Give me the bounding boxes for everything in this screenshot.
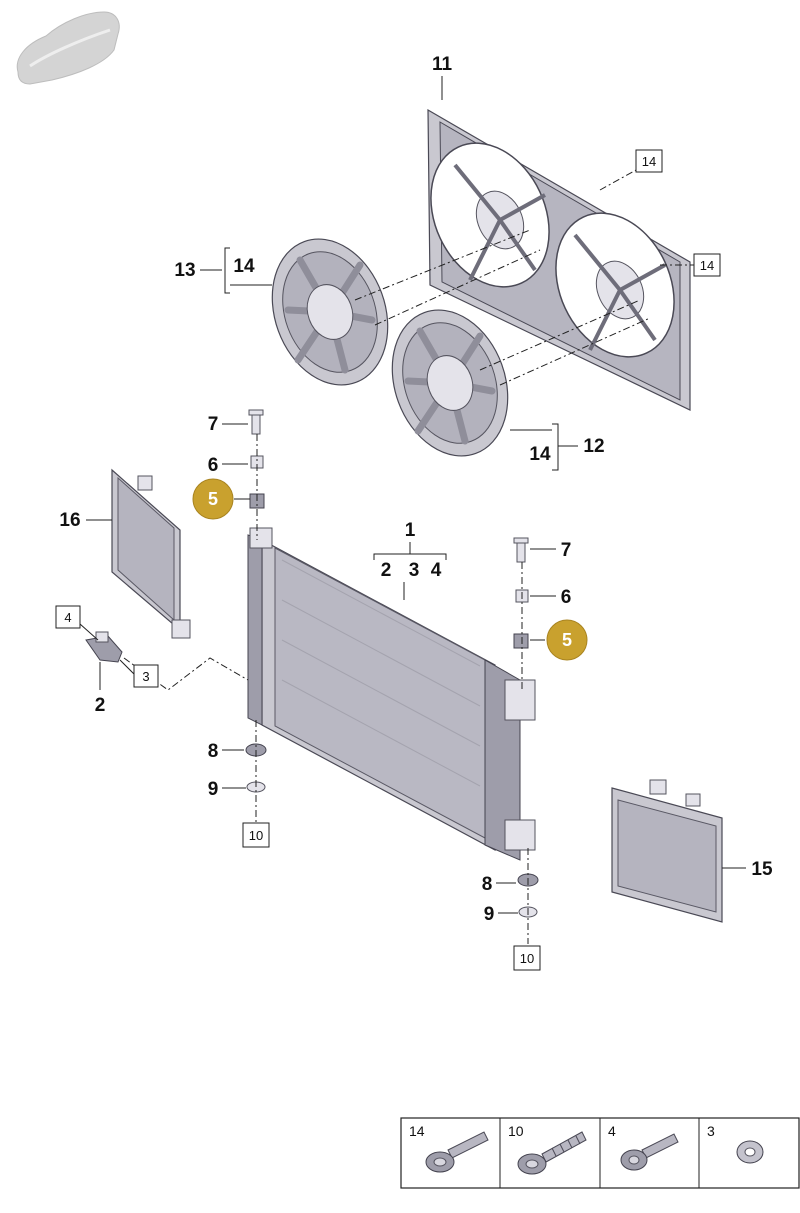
callout-13: 13 bbox=[174, 260, 195, 281]
legend-label-0: 14 bbox=[409, 1123, 425, 1139]
callout-14-fan-right: 14 bbox=[529, 444, 551, 465]
callout-16: 16 bbox=[59, 510, 80, 531]
callout-box-14-right bbox=[693, 253, 721, 277]
callout-5-right: 5 bbox=[562, 630, 572, 650]
callout-2-top: 2 bbox=[381, 560, 392, 581]
callout-9-right: 9 bbox=[484, 904, 495, 925]
main-radiator bbox=[247, 527, 536, 861]
grommet-right-top bbox=[513, 633, 529, 649]
callout-3-top: 3 bbox=[409, 560, 420, 581]
callout-3: 3 bbox=[142, 669, 149, 684]
callout-box-10-left bbox=[242, 822, 270, 848]
callout-6-left: 6 bbox=[208, 455, 219, 476]
callout-5-right-badge: 5 bbox=[546, 619, 588, 661]
legend-label-1: 10 bbox=[508, 1123, 524, 1139]
temperature-sensor bbox=[85, 631, 123, 663]
fastener-legend: 14 10 4 3 bbox=[400, 1117, 800, 1189]
callout-14-fan-left: 14 bbox=[233, 256, 255, 277]
callout-14-box-right: 14 bbox=[700, 258, 714, 273]
car-icon bbox=[16, 11, 120, 85]
callout-8-right: 8 bbox=[482, 874, 493, 895]
pin-left bbox=[248, 409, 264, 435]
callout-7-right: 7 bbox=[561, 540, 572, 561]
callout-2: 2 bbox=[95, 695, 106, 716]
callout-8-left: 8 bbox=[208, 741, 219, 762]
legend-label-3: 3 bbox=[707, 1123, 715, 1139]
callout-9-left: 9 bbox=[208, 779, 219, 800]
callout-5-left: 5 bbox=[208, 489, 218, 509]
callout-15: 15 bbox=[751, 859, 773, 880]
callout-box-14-top bbox=[635, 149, 663, 173]
pin-right bbox=[513, 537, 529, 563]
callout-10-right: 10 bbox=[520, 951, 534, 966]
callout-4: 4 bbox=[64, 610, 71, 625]
washer-icon bbox=[736, 1140, 764, 1164]
callout-1: 1 bbox=[405, 520, 416, 541]
callout-12: 12 bbox=[583, 436, 604, 457]
callout-4-top: 4 bbox=[431, 560, 442, 581]
callout-14-box-top: 14 bbox=[642, 154, 656, 169]
short-bolt-icon bbox=[620, 1133, 679, 1171]
callout-box-10-right bbox=[513, 945, 541, 971]
legend-label-2: 4 bbox=[608, 1123, 616, 1139]
callout-box-4 bbox=[55, 605, 81, 629]
callout-11: 11 bbox=[432, 54, 453, 75]
self-tapping-screw-icon bbox=[517, 1131, 587, 1175]
callout-box-3 bbox=[133, 664, 159, 688]
aux-radiator-right bbox=[611, 779, 723, 923]
aux-radiator-left bbox=[111, 468, 191, 639]
callout-6-right: 6 bbox=[561, 587, 572, 608]
callout-7-left: 7 bbox=[208, 414, 219, 435]
fan-right bbox=[391, 309, 509, 457]
callout-5-left-badge: 5 bbox=[192, 478, 234, 520]
flange-bolt-icon bbox=[425, 1131, 489, 1173]
fan-left bbox=[271, 238, 389, 386]
callout-10-left: 10 bbox=[249, 828, 263, 843]
fan-shroud bbox=[427, 108, 691, 411]
